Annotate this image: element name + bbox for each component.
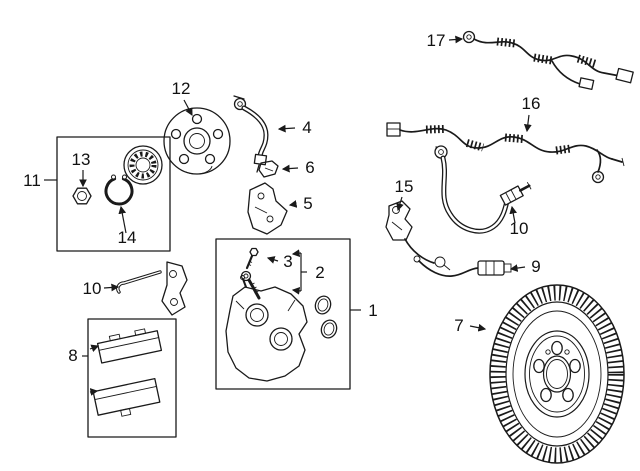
leader-8-lower-arrow [89, 388, 99, 396]
leader-16-line [523, 114, 532, 133]
callout-3-label[interactable]: 3 [283, 252, 292, 271]
part-15-speed-sensor-drawing [385, 200, 451, 271]
callout-13-label[interactable]: 13 [72, 150, 91, 169]
leader-14-line [118, 205, 127, 234]
callout-17-label[interactable]: 17 [427, 31, 446, 50]
leader-10-hose-line [509, 205, 518, 224]
part-16-harness-drawing [386, 122, 625, 184]
part-12-wheel-hub-drawing [163, 107, 231, 175]
callout-8-label[interactable]: 8 [68, 346, 77, 365]
part-10-hose-drawing [434, 145, 532, 234]
part-3-bleeder-screw-drawing [245, 247, 259, 270]
callout-10-hose[interactable]: 10 [509, 205, 529, 238]
leader-7-line [469, 323, 487, 332]
part-9-wear-sensor-drawing [413, 255, 512, 277]
leader-3-line [266, 256, 279, 264]
part-7-brake-rotor-drawing [489, 284, 625, 464]
leader-15-line [396, 196, 404, 212]
leader-5-line [288, 200, 298, 208]
callout-1[interactable]: 1 [350, 301, 378, 320]
leader-17-line [448, 35, 464, 44]
part-5-bracket-drawing [247, 182, 288, 235]
callout-5[interactable]: 5 [288, 194, 313, 213]
callout-9-label[interactable]: 9 [531, 257, 540, 276]
leader-9-line [509, 264, 526, 272]
callout-2[interactable]: 2 [291, 249, 325, 295]
callout-4[interactable]: 4 [277, 118, 312, 137]
callout-9[interactable]: 9 [509, 257, 541, 276]
callout-16-label[interactable]: 16 [522, 94, 541, 113]
callout-2-label[interactable]: 2 [315, 263, 324, 282]
callout-13[interactable]: 13 [72, 150, 91, 188]
callout-3[interactable]: 3 [266, 252, 293, 271]
leader-6-line [281, 164, 299, 173]
callout-8[interactable]: 8 [68, 346, 88, 365]
part-17-harness-drawing [462, 30, 634, 90]
callout-10-pin[interactable]: 10 [83, 279, 120, 298]
callout-16[interactable]: 16 [522, 94, 541, 133]
leader-10-pin-line [103, 283, 120, 292]
part-4-brake-pipe-drawing [233, 95, 269, 173]
part-11-kit-box: 13 14 [56, 136, 171, 252]
callout-14-label[interactable]: 14 [118, 228, 137, 247]
callout-17[interactable]: 17 [427, 31, 464, 50]
leader-4-line [277, 124, 296, 133]
callout-15-label[interactable]: 15 [395, 177, 414, 196]
callout-6[interactable]: 6 [281, 158, 315, 177]
callout-10-pin-label[interactable]: 10 [83, 279, 102, 298]
callout-10-hose-label[interactable]: 10 [510, 219, 529, 238]
wheel-bearing-drawing [123, 145, 163, 185]
callout-5-label[interactable]: 5 [303, 194, 312, 213]
part-1-caliper-box: 3 2 [215, 238, 351, 390]
leader-2-upper-arrow [291, 249, 302, 258]
callout-14[interactable]: 14 [118, 205, 137, 247]
part-14-snap-ring-drawing [104, 174, 134, 206]
part-6-clip-drawing [258, 160, 279, 178]
callout-6-label[interactable]: 6 [305, 158, 314, 177]
part-8-pads-box [87, 318, 177, 438]
piston-seals-drawing [314, 295, 338, 339]
leader-8-upper-arrow [89, 344, 100, 352]
callout-11[interactable]: 11 [23, 171, 57, 190]
leader-2-lower-arrow [291, 286, 302, 295]
leader-12-line [183, 99, 193, 117]
brake-pad-upper-drawing [96, 328, 163, 364]
callout-15[interactable]: 15 [395, 177, 414, 212]
callout-7[interactable]: 7 [454, 316, 487, 335]
brake-caliper-drawing [225, 275, 308, 382]
retainer-bracket-drawing [161, 261, 188, 316]
part-13-nut-drawing [72, 187, 92, 205]
part-10-pin-drawing [116, 270, 162, 294]
callout-12[interactable]: 12 [172, 79, 193, 117]
callout-1-label[interactable]: 1 [368, 301, 377, 320]
callout-4-label[interactable]: 4 [302, 118, 311, 137]
callout-11-label[interactable]: 11 [23, 171, 41, 190]
callout-12-label[interactable]: 12 [172, 79, 191, 98]
callout-7-label[interactable]: 7 [454, 316, 463, 335]
brake-pad-lower-drawing [92, 377, 161, 417]
